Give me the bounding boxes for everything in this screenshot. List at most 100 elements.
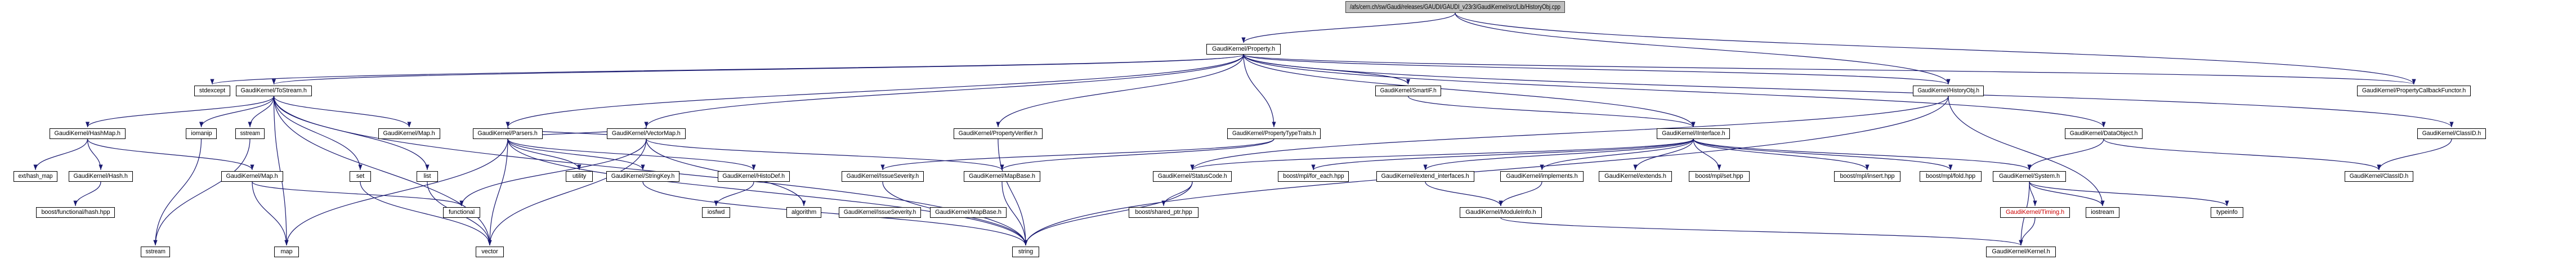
- graph-node-implements[interactable]: GaudiKernel/implements.h: [1500, 171, 1584, 182]
- graph-node-typeinfo[interactable]: typeinfo: [2211, 207, 2243, 218]
- graph-node-list[interactable]: list: [417, 171, 438, 182]
- graph-node-vectormap[interactable]: GaudiKernel/VectorMap.h: [607, 128, 686, 139]
- graph-edge: [360, 181, 492, 246]
- graph-node-mapbase2[interactable]: GaudiKernel/MapBase.h: [930, 207, 1007, 218]
- graph-edge: [1693, 138, 1870, 171]
- graph-node-utility[interactable]: utility: [566, 171, 593, 182]
- graph-edge: [506, 54, 1244, 128]
- graph-edge: [1243, 54, 2106, 128]
- graph-node-algorithm[interactable]: algorithm: [786, 207, 821, 218]
- graph-node-extends[interactable]: GaudiKernel/extends.h: [1599, 171, 1672, 182]
- graph-node-label: sstream: [145, 248, 166, 255]
- graph-node-mapbase[interactable]: GaudiKernel/MapBase.h: [964, 171, 1040, 182]
- graph-node-root[interactable]: /afs/cern.ch/sw/Gaudi/releases/GAUDI/GAU…: [1345, 1, 1565, 13]
- graph-edge: [1693, 138, 1953, 171]
- graph-node-histodef[interactable]: GaudiKernel/HistoDef.h: [718, 171, 790, 182]
- graph-node-dataobject[interactable]: GaudiKernel/DataObject.h: [2065, 128, 2143, 139]
- graph-node-proptypetraits[interactable]: GaudiKernel/PropertyTypeTraits.h: [1227, 128, 1321, 139]
- graph-node-property[interactable]: GaudiKernel/Property.h: [1206, 44, 1281, 55]
- graph-edge: [1311, 138, 1694, 171]
- graph-edge: [2027, 138, 2104, 171]
- graph-edge: [507, 138, 756, 171]
- graph-node-label: map: [280, 248, 293, 255]
- graph-node-functional[interactable]: functional: [443, 207, 480, 218]
- graph-edge: [153, 138, 202, 246]
- graph-edge: [1243, 54, 2454, 128]
- graph-edge: [273, 96, 492, 246]
- graph-node-timing[interactable]: GaudiKernel/Timing.h: [2000, 207, 2070, 218]
- graph-node-label: GaudiKernel/HashMap.h: [54, 130, 121, 137]
- graph-edge: [459, 138, 647, 207]
- graph-edge: [1161, 181, 1193, 207]
- graph-node-parsers[interactable]: GaudiKernel/Parsers.h: [473, 128, 543, 139]
- graph-node-iomanip[interactable]: iomanip: [186, 128, 217, 139]
- graph-node-propcallback[interactable]: GaudiKernel/PropertyCallbackFunctor.h: [2357, 86, 2471, 96]
- graph-node-label: boost/mpl/set.hpp: [1695, 173, 1743, 180]
- graph-node-stringkey[interactable]: GaudiKernel/StringKey.h: [606, 171, 679, 182]
- graph-node-ostream_mid[interactable]: iosfwd: [702, 207, 730, 218]
- graph-node-mpl_insert[interactable]: boost/mpl/insert.hpp: [1834, 171, 1900, 182]
- graph-node-label: boost/functional/hash.hpp: [41, 209, 110, 216]
- graph-edge: [1693, 138, 1721, 171]
- graph-edge: [1423, 138, 1694, 171]
- graph-node-iinterface[interactable]: GaudiKernel/IInterface.h: [1657, 128, 1730, 139]
- graph-node-map_h_mid[interactable]: GaudiKernel/Map.h: [221, 171, 283, 182]
- graph-node-label: boost/mpl/insert.hpp: [1840, 173, 1895, 180]
- graph-edge: [507, 138, 1028, 246]
- graph-edge: [211, 54, 1244, 85]
- graph-node-stdexcept[interactable]: stdexcept: [194, 86, 230, 96]
- graph-node-modulinfo[interactable]: GaudiKernel/ModuleInfo.h: [1460, 207, 1542, 218]
- graph-node-hash_h[interactable]: GaudiKernel/Hash.h: [69, 171, 133, 182]
- graph-edge: [1425, 181, 1503, 207]
- graph-node-vector_b[interactable]: vector: [476, 247, 504, 257]
- graph-node-kernel_b[interactable]: GaudiKernel/Kernel.h: [1986, 247, 2056, 257]
- graph-edge: [252, 181, 464, 207]
- graph-node-issev2[interactable]: GaudiKernel/IssueSeverity.h: [839, 207, 921, 218]
- graph-node-label: GaudiKernel/extend_interfaces.h: [1381, 173, 1470, 180]
- graph-edge: [1693, 138, 2032, 171]
- graph-node-smartif[interactable]: GaudiKernel/SmartIF.h: [1375, 86, 1441, 96]
- graph-node-label: /afs/cern.ch/sw/Gaudi/releases/GAUDI/GAU…: [1350, 3, 1560, 11]
- graph-edge: [1241, 12, 1456, 43]
- graph-node-classid[interactable]: GaudiKernel/ClassID.h: [2417, 128, 2486, 139]
- graph-edge: [1023, 96, 1949, 246]
- graph-node-label: ext/hash_map: [18, 173, 53, 180]
- graph-node-historyobj[interactable]: GaudiKernel/HistoryObj.h: [1913, 86, 1984, 96]
- graph-node-label: GaudiKernel/System.h: [1998, 173, 2060, 180]
- graph-edge: [252, 181, 289, 246]
- graph-node-label: GaudiKernel/Parsers.h: [477, 130, 538, 137]
- graph-node-label: GaudiKernel/IssueSeverity.h: [846, 173, 919, 180]
- graph-edge: [996, 54, 1244, 128]
- graph-node-mpl_set[interactable]: boost/mpl/set.hpp: [1689, 171, 1750, 182]
- graph-node-issueseverity[interactable]: GaudiKernel/IssueSeverity.h: [842, 171, 924, 182]
- graph-node-sstream_b[interactable]: sstream: [141, 247, 170, 257]
- graph-node-map_h_top[interactable]: GaudiKernel/Map.h: [378, 128, 440, 139]
- graph-node-system_h[interactable]: GaudiKernel/System.h: [1993, 171, 2066, 182]
- graph-node-label: GaudiKernel/Hash.h: [73, 173, 128, 180]
- graph-node-propverifier[interactable]: GaudiKernel/PropertyVerifier.h: [954, 128, 1043, 139]
- graph-node-label: GaudiKernel/Map.h: [383, 130, 436, 137]
- graph-edge: [998, 138, 1028, 246]
- graph-node-label: list: [423, 173, 431, 180]
- graph-node-hashmap_h[interactable]: GaudiKernel/HashMap.h: [50, 128, 126, 139]
- graph-node-ext_hash_map[interactable]: ext/hash_map: [14, 171, 57, 182]
- graph-node-label: string: [1018, 248, 1034, 255]
- graph-node-map_b[interactable]: map: [274, 247, 299, 257]
- graph-node-mpl_foreach[interactable]: boost/mpl/for_each.hpp: [1278, 171, 1349, 182]
- graph-node-extendif[interactable]: GaudiKernel/extend_interfaces.h: [1376, 171, 1474, 182]
- graph-node-statuscode[interactable]: GaudiKernel/StatusCode.h: [1153, 171, 1232, 182]
- graph-node-iostream[interactable]: iostream: [2086, 207, 2119, 218]
- graph-node-label: GaudiKernel/extends.h: [1604, 173, 1666, 180]
- graph-node-mpl_fold[interactable]: boost/mpl/fold.hpp: [1920, 171, 1982, 182]
- graph-edge: [87, 138, 254, 171]
- graph-node-string_b[interactable]: string: [1012, 247, 1039, 257]
- graph-node-shared_ptr[interactable]: boost/shared_ptr.hpp: [1129, 207, 1198, 218]
- graph-node-classid2[interactable]: GaudiKernel/ClassID.h: [2345, 171, 2413, 182]
- graph-node-set[interactable]: set: [350, 171, 371, 182]
- graph-node-sstream[interactable]: sstream: [235, 128, 265, 139]
- graph-edge: [1540, 138, 1694, 171]
- graph-node-label: GaudiKernel/Property.h: [1212, 46, 1275, 52]
- graph-node-boost_fn_hash[interactable]: boost/functional/hash.hpp: [36, 207, 115, 218]
- graph-node-tostream[interactable]: GaudiKernel/ToStream.h: [236, 86, 312, 96]
